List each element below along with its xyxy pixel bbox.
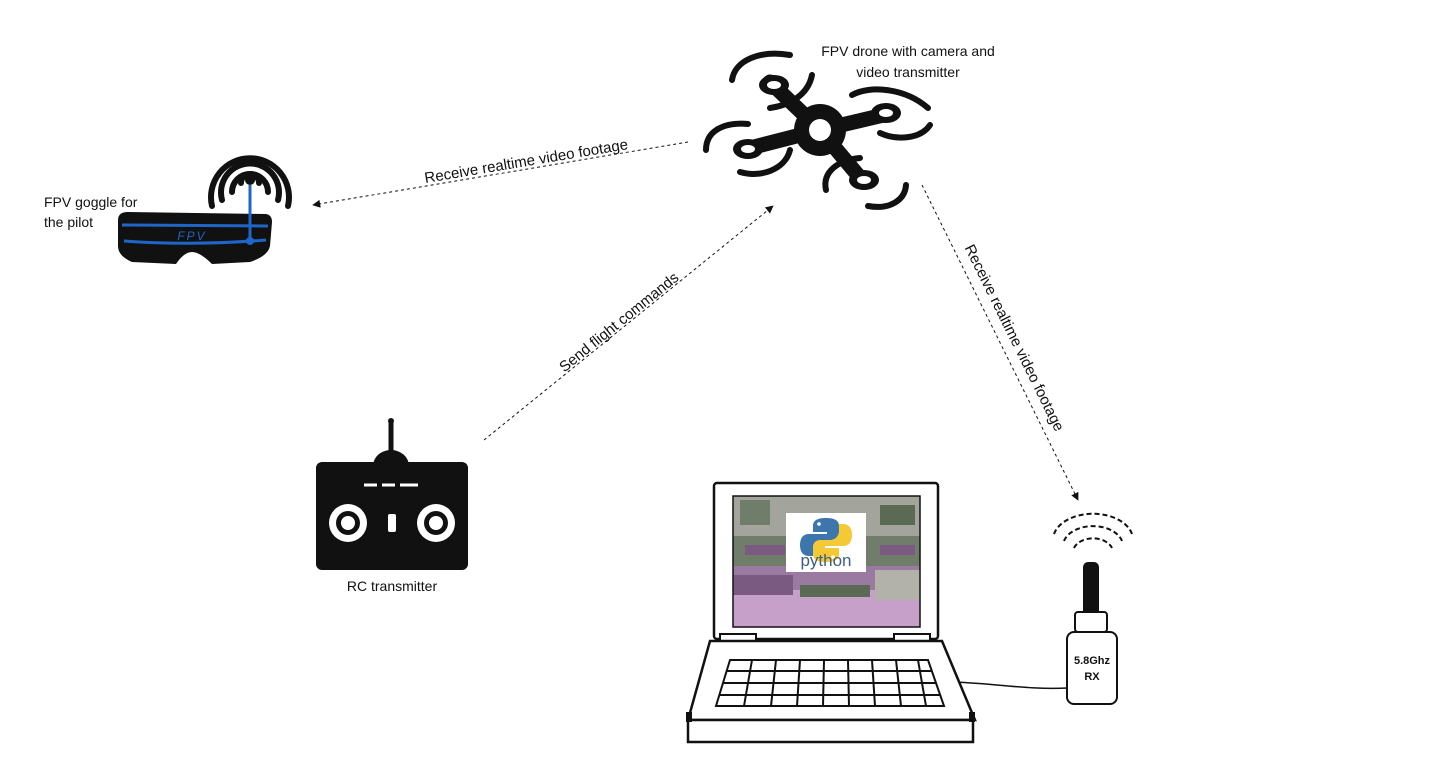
rx-receiver-icon [1053, 512, 1133, 705]
python-logo-text: python [800, 551, 851, 570]
goggle-label-line1: FPV goggle for [44, 194, 138, 210]
goggle-label-line2: the pilot [44, 214, 93, 230]
rx-signal-icon [1053, 512, 1133, 549]
drone-icon [703, 50, 933, 210]
usb-cable [954, 681, 1069, 690]
connection-label-drone-to-goggle: Receive realtime video footage [423, 136, 629, 187]
rx-label-line2: RX [1084, 671, 1100, 683]
connection-label-drone-to-rx: Receive realtime video footage [961, 242, 1067, 434]
drone-label-line1: FPV drone with camera and [821, 43, 995, 59]
connection-label-rc-to-drone: Send flight commands [556, 269, 682, 376]
rx-label-line1: 5.8Ghz [1074, 655, 1111, 667]
python-logo-icon [786, 513, 866, 572]
connection-drone-to-rx: Receive realtime video footage [921, 184, 1079, 501]
goggle-brand-text: FPV [177, 229, 206, 243]
signal-icon [208, 155, 292, 209]
rc-transmitter-icon [316, 418, 468, 570]
rc-label: RC transmitter [347, 578, 438, 594]
laptop-screen [733, 496, 920, 627]
connection-drone-to-goggle: Receive realtime video footage [312, 136, 689, 208]
drone-label-line2: video transmitter [856, 64, 960, 80]
fpv-goggle-icon: FPV [118, 155, 292, 264]
laptop-keyboard [714, 659, 946, 707]
connection-rc-to-drone: Send flight commands [483, 205, 774, 441]
laptop-icon: python [686, 481, 977, 744]
